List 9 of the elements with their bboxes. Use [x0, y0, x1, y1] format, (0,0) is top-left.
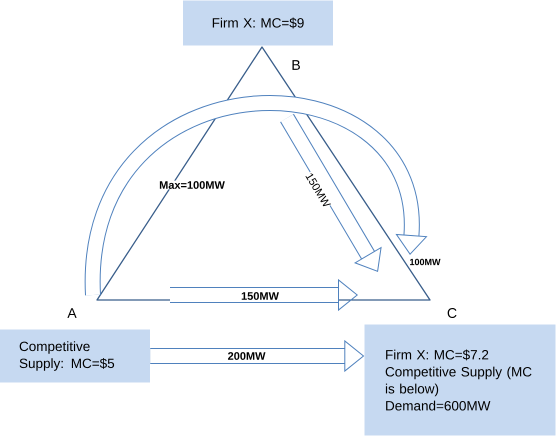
vertex-letter: C: [446, 308, 458, 318]
edge-label: 200MW: [227, 352, 266, 360]
line-label: Max=100MW: [158, 180, 226, 190]
arrow-label: 150MW: [240, 292, 280, 300]
text-box: Competitive Supply: MC=$5: [0, 330, 150, 382]
vertex-letter: B: [290, 60, 302, 70]
arrow-label: 100MW: [409, 258, 442, 266]
text-box: Firm X: MC=$7.2 Competitive Supply (MC is below) Demand=600MW: [364, 324, 556, 436]
text-box: Firm X: MC=$9: [183, 0, 333, 46]
